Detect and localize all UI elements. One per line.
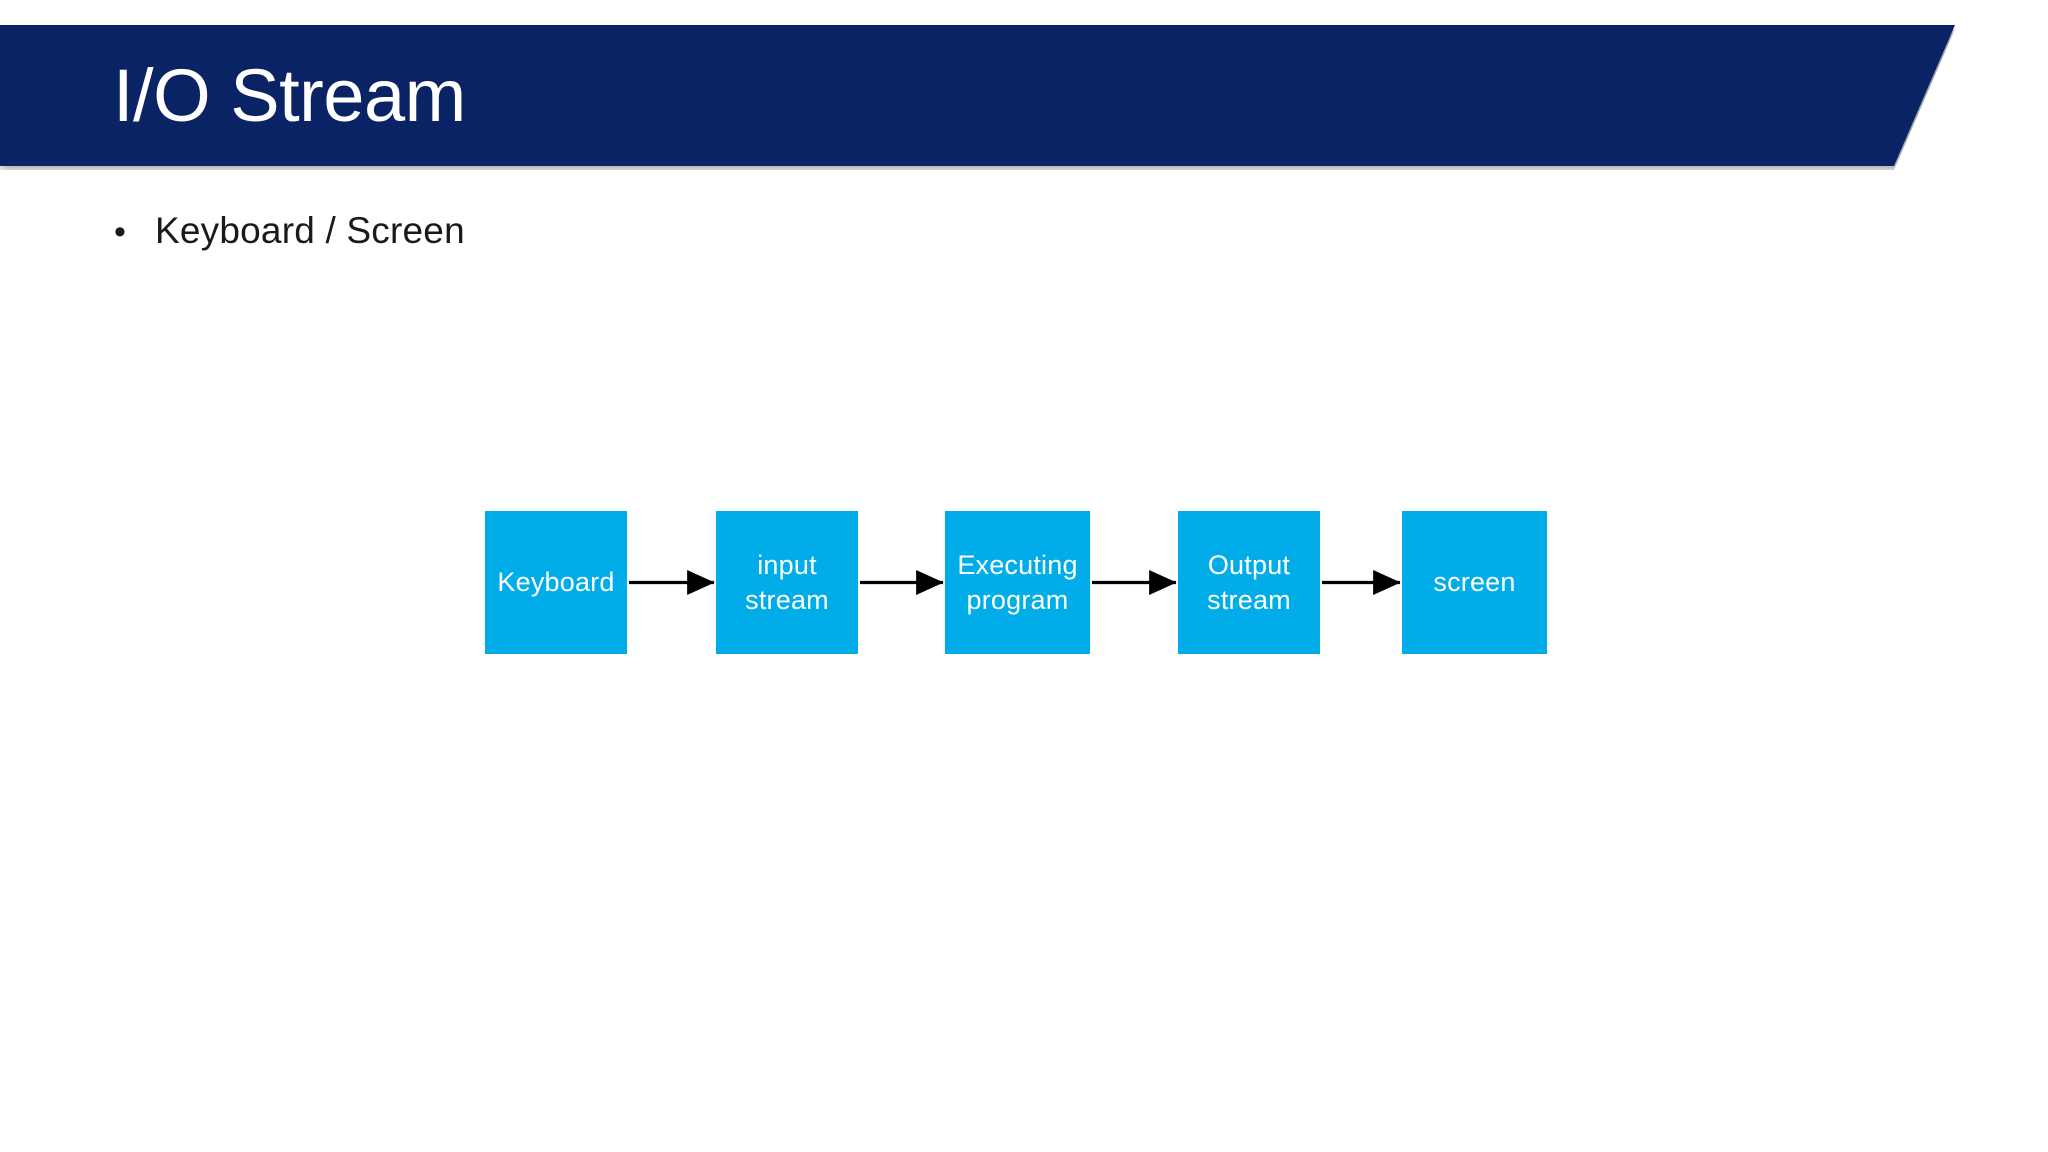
title-banner: I/O Stream [0,25,1960,170]
flow-box-label: Keyboard [497,567,615,598]
flow-box-label: Output stream [1207,549,1291,615]
flow-box-executing-program[interactable]: Executing program [945,511,1090,654]
flow-box-input-stream[interactable]: input stream [716,511,858,654]
bullet-list: • Keyboard / Screen [100,208,1800,268]
io-stream-flow-diagram: Keyboard input stream Executing program Out… [485,511,1547,654]
flow-box-keyboard[interactable]: Keyboard [485,511,627,654]
flow-box-label: Executing program [957,549,1078,615]
list-item: • Keyboard / Screen [100,208,1800,254]
bullet-item-label: Keyboard / Screen [155,210,465,251]
title-banner-shape [0,25,1955,166]
flow-box-output-stream[interactable]: Output stream [1178,511,1320,654]
page-title: I/O Stream [113,53,466,137]
flow-box-screen[interactable]: screen [1402,511,1547,654]
flow-box-label: input stream [745,549,829,615]
flow-box-label: screen [1433,567,1516,598]
bullet-point-icon: • [114,213,126,251]
